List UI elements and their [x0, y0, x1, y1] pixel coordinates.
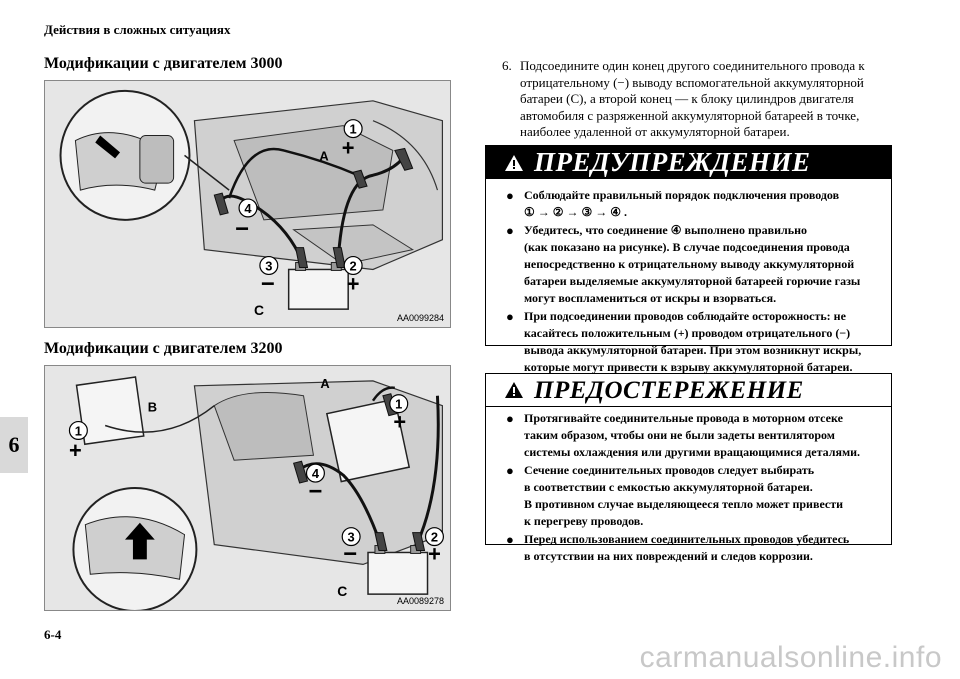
engine-3000-illustration: 1 + A 4 − 3 − 2 + C: [45, 81, 450, 327]
fig3000-plus-2: +: [347, 271, 360, 296]
fig3200-label-1-left: 1: [75, 423, 82, 438]
figure-engine-3000: 1 + A 4 − 3 − 2 + C AA0099284: [44, 80, 451, 328]
figure-code-3000: AA0099284: [396, 313, 444, 323]
fig3000-label-1: 1: [350, 122, 357, 137]
fig3200-label-b: B: [148, 400, 157, 415]
fig3200-label-2: 2: [431, 530, 438, 545]
warning-title: ПРЕДУПРЕЖДЕНИЕ: [534, 147, 811, 177]
chapter-tab: 6: [0, 417, 28, 473]
warning-bullet-text: При подсоединении проводов соблюдайте ос…: [524, 309, 862, 374]
fig3200-minus-4: −: [308, 478, 322, 505]
fig3000-label-3: 3: [265, 258, 272, 273]
caution-box: ПРЕДОСТЕРЕЖЕНИЕ ●Протягивайте соединител…: [485, 373, 892, 563]
caution-bullet: ●Перед использованием соединительных про…: [506, 531, 881, 565]
figure-code-3200: AA0089278: [396, 596, 444, 606]
warning-bullet-text: Соблюдайте правильный порядок подключени…: [524, 188, 840, 219]
fig3200-label-4: 4: [312, 466, 320, 481]
caution-triangle-icon: [505, 382, 523, 398]
warning-header: ПРЕДУПРЕЖДЕНИЕ: [486, 146, 891, 179]
fig3000-minus-4: −: [235, 216, 249, 243]
watermark: carmanualsonline.info: [639, 641, 942, 674]
fig3000-label-c: C: [254, 302, 264, 318]
fig3000-label-a: A: [319, 148, 328, 163]
engine-3200-illustration: A B 1 + 1 + 4 − 3 − 2 + C: [45, 366, 450, 610]
figure-engine-3200: A B 1 + 1 + 4 − 3 − 2 + C AA0089278: [44, 365, 451, 611]
page-number: 6-4: [44, 627, 62, 642]
fig3000-plus-1: +: [342, 135, 355, 160]
fig3200-label-c: C: [337, 583, 347, 599]
warning-bullet: ●Соблюдайте правильный порядок подключен…: [506, 187, 881, 221]
fig3000-label-2: 2: [350, 258, 357, 273]
caution-bullet-text: Протягивайте соединительные провода в мо…: [524, 411, 861, 459]
fig3000-minus-3: −: [261, 270, 275, 297]
step-number: 6.: [502, 58, 512, 73]
page-header-title: Действия в сложных ситуациях: [44, 22, 231, 37]
warning-triangle-icon: [505, 154, 523, 171]
fig3200-plus-1: +: [393, 409, 406, 434]
warning-bullet-text: Убедитесь, что соединение ④ выполнено пр…: [524, 223, 861, 305]
fig3200-plus-left: +: [69, 438, 82, 463]
caution-bullet: ●Протягивайте соединительные провода в м…: [506, 410, 881, 461]
fig3200-plus-2: +: [428, 541, 441, 566]
warning-bullet: ●При подсоединении проводов соблюдайте о…: [506, 308, 881, 376]
fig3200-label-a: A: [320, 376, 329, 391]
heading-engine-3200: Модификации с двигателем 3200: [44, 340, 283, 357]
caution-title: ПРЕДОСТЕРЕЖЕНИЕ: [534, 376, 804, 404]
step-text: Подсоедините один конец другого соединит…: [520, 58, 865, 139]
caution-header: ПРЕДОСТЕРЕЖЕНИЕ: [486, 374, 891, 407]
caution-bullet-text: Перед использованием соединительных пров…: [524, 532, 850, 563]
warning-bullet: ●Убедитесь, что соединение ④ выполнено п…: [506, 222, 881, 307]
warning-box: ПРЕДУПРЕЖДЕНИЕ ●Соблюдайте правильный по…: [485, 145, 892, 374]
step-6: 6. Подсоедините один конец другого соеди…: [502, 58, 902, 141]
fig3200-label-3: 3: [348, 530, 355, 545]
caution-bullet-text: Сечение соединительных проводов следует …: [524, 463, 844, 528]
fig3000-label-4: 4: [244, 201, 252, 216]
heading-engine-3000: Модификации с двигателем 3000: [44, 55, 283, 72]
fig3200-label-1: 1: [395, 397, 402, 412]
caution-bullet: ●Сечение соединительных проводов следует…: [506, 462, 881, 530]
fig3200-minus-3: −: [343, 540, 357, 567]
